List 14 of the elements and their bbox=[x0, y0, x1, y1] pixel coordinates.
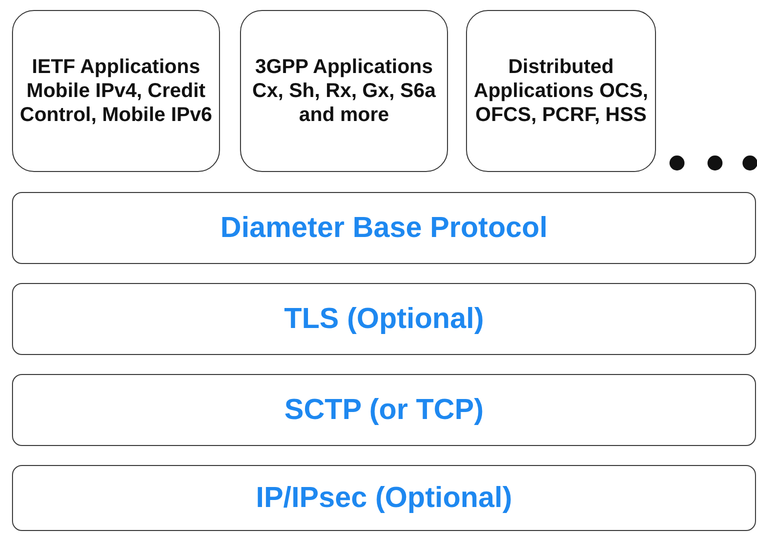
layer-label: SCTP (or TCP) bbox=[284, 394, 484, 426]
protocol-layer-box bbox=[12, 374, 756, 446]
layer-label: Diameter Base Protocol bbox=[220, 212, 548, 244]
application-label: Distributed Applications OCS, OFCS, PCRF, HSS bbox=[472, 55, 650, 127]
application-box bbox=[240, 10, 448, 172]
application-box bbox=[12, 10, 220, 172]
protocol-layer-box bbox=[12, 465, 756, 531]
application-box bbox=[466, 10, 656, 172]
application-label: IETF Applications Mobile IPv4, Credit Control, Mobile IPv6 bbox=[18, 55, 214, 127]
application-label: 3GPP Applications Cx, Sh, Rx, Gx, S6a and more bbox=[251, 55, 437, 127]
layer-label: TLS (Optional) bbox=[284, 302, 484, 336]
protocol-layer-box bbox=[12, 283, 756, 355]
layer-label: IP/IPsec (Optional) bbox=[256, 482, 512, 514]
protocol-layer-box bbox=[12, 192, 756, 264]
